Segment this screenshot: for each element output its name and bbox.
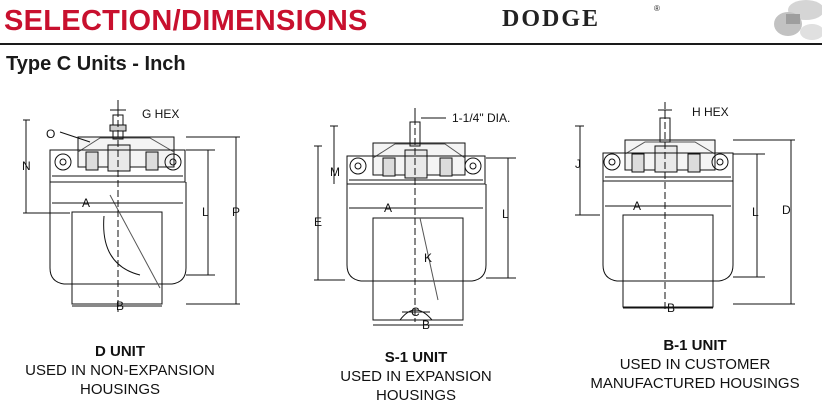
s1-unit-dia-label: 1-1/4" DIA. [452,111,510,125]
b1-unit-d-label: D [782,203,791,217]
d-unit-p-label: P [232,205,240,219]
s1-unit-caption-line-2: HOUSINGS [375,387,456,404]
header-rule [0,43,822,45]
d-unit-n-label: N [22,159,31,173]
s1-unit-m-label: M [330,165,340,179]
d-unit-a-label: A [82,196,90,210]
technical-drawing: G HEX O N A L P B 1-1/4" DIA. M E A L K … [22,100,795,332]
b1-unit-hex-label: H HEX [692,105,729,119]
b1-unit-j-label: J [575,157,581,171]
s1-unit-drawing [314,108,516,326]
s1-unit-name: S-1 UNIT [384,349,448,366]
d-unit-name: D UNIT [95,343,145,360]
d-unit-b-label: B [116,299,124,313]
brand-wordmark: DODGE [502,6,601,32]
d-unit-hex-label: G HEX [142,107,179,121]
d-unit-o-label: O [46,127,55,141]
corner-bearing-graphic [774,0,822,40]
d-unit-drawing [23,100,240,312]
registered-mark: ® [654,4,660,13]
b1-unit-caption-line-2: MANUFACTURED HOUSINGS [590,375,800,392]
s1-unit-e-label: E [314,215,322,229]
d-unit-caption: D UNIT USED IN NON-EXPANSION HOUSINGS [4,342,236,399]
b1-unit-a-label: A [633,199,641,213]
s1-unit-b-label: B [422,318,430,332]
d-unit-caption-line-2: HOUSINGS [79,381,160,398]
b1-unit-name: B-1 UNIT [663,337,727,354]
b1-unit-caption-line-1: USED IN CUSTOMER [619,356,771,373]
b1-unit-b-label: B [667,301,675,315]
s1-unit-caption-line-1: USED IN EXPANSION [340,368,492,385]
b1-unit-drawing [575,102,795,312]
b1-unit-l-label: L [752,205,759,219]
s1-unit-caption: S-1 UNIT USED IN EXPANSION HOUSINGS [306,348,526,405]
s1-unit-l-label: L [502,207,509,221]
page-title: SELECTION/DIMENSIONS [4,5,368,37]
d-unit-l-label: L [202,205,209,219]
s1-unit-c-label: C [411,305,420,319]
d-unit-caption-line-1: USED IN NON-EXPANSION [25,362,215,379]
b1-unit-caption: B-1 UNIT USED IN CUSTOMER MANUFACTURED H… [570,336,820,393]
s1-unit-a-label: A [384,201,392,215]
subtitle: Type C Units - Inch [6,53,186,75]
brand-logo: DODGE ® [502,4,662,36]
s1-unit-k-label: K [424,251,432,265]
